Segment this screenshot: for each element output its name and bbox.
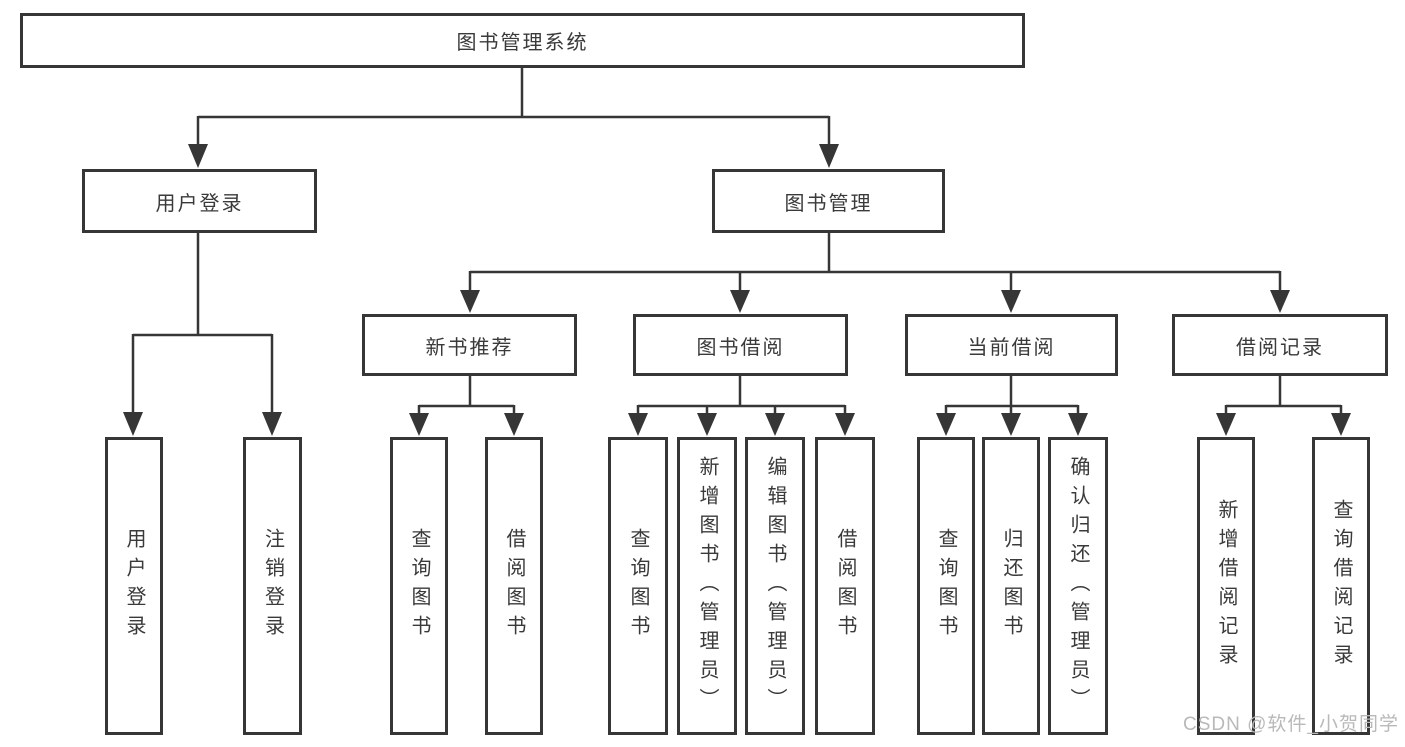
node-book-management: 图书管理 (712, 169, 945, 233)
arrow-book-borrow (730, 290, 750, 313)
node-user-login: 用户登录 (82, 169, 317, 233)
node-root: 图书管理系统 (20, 13, 1025, 68)
arrow-user-login (188, 144, 208, 168)
leaf-borrow-books: 借阅图书 (485, 437, 543, 735)
arrow-new-book (460, 290, 480, 313)
leaf-query-books-label: 查询图书 (408, 528, 430, 644)
arrow-leaf (936, 413, 956, 436)
node-book-borrow: 图书借阅 (633, 314, 848, 376)
leaf-add-books-admin: 新增图书（管理员） (677, 437, 737, 735)
leaf-query-books: 查询图书 (390, 437, 448, 735)
leaf-edit-books-admin: 编辑图书（管理员） (745, 437, 805, 735)
arrow-book-management (819, 144, 839, 168)
arrow-leaf (628, 413, 648, 436)
leaf-confirm-return-admin-label: 确认归还（管理员） (1067, 455, 1089, 717)
arrow-leaf (1001, 413, 1021, 436)
leaf-logout: 注销登录 (243, 437, 302, 735)
leaf-query-books-3: 查询图书 (917, 437, 975, 735)
arrow-leaf (1216, 413, 1236, 436)
arrow-leaf (1331, 413, 1351, 436)
leaf-borrow-books-2: 借阅图书 (815, 437, 875, 735)
leaf-borrow-books-2-label: 借阅图书 (834, 528, 856, 644)
leaf-query-books-2: 查询图书 (608, 437, 668, 735)
arrow-leaf (409, 413, 429, 436)
leaf-confirm-return-admin: 确认归还（管理员） (1048, 437, 1108, 735)
arrow-borrow-record (1270, 290, 1290, 313)
node-borrow-record: 借阅记录 (1172, 314, 1388, 376)
leaf-borrow-books-label: 借阅图书 (503, 528, 525, 644)
arrow-leaf (504, 413, 524, 436)
node-new-book-recommend: 新书推荐 (362, 314, 577, 376)
leaf-return-books-label: 归还图书 (1000, 528, 1022, 644)
leaf-add-borrow-record-label: 新增借阅记录 (1215, 499, 1237, 673)
leaf-return-books: 归还图书 (982, 437, 1040, 735)
leaf-user-login: 用户登录 (105, 437, 163, 735)
arrow-leaf (835, 413, 855, 436)
leaf-query-books-2-label: 查询图书 (627, 528, 649, 644)
leaf-query-borrow-record-label: 查询借阅记录 (1330, 499, 1352, 673)
leaf-edit-books-admin-label: 编辑图书（管理员） (764, 455, 786, 717)
node-current-borrow: 当前借阅 (905, 314, 1118, 376)
csdn-watermark: CSDN @软件_小贺同学 (1183, 714, 1399, 735)
arrow-leaf (1068, 413, 1088, 436)
leaf-add-books-admin-label: 新增图书（管理员） (696, 455, 718, 717)
leaf-logout-label: 注销登录 (261, 528, 284, 644)
arrow-login (123, 412, 143, 436)
leaf-query-borrow-record: 查询借阅记录 (1312, 437, 1370, 735)
leaf-user-login-label: 用户登录 (123, 528, 145, 644)
arrow-leaf (765, 413, 785, 436)
leaf-add-borrow-record: 新增借阅记录 (1197, 437, 1255, 735)
arrow-leaf (697, 413, 717, 436)
arrow-current-borrow (1001, 290, 1021, 313)
leaf-query-books-3-label: 查询图书 (935, 528, 957, 644)
arrow-logout (262, 412, 282, 436)
